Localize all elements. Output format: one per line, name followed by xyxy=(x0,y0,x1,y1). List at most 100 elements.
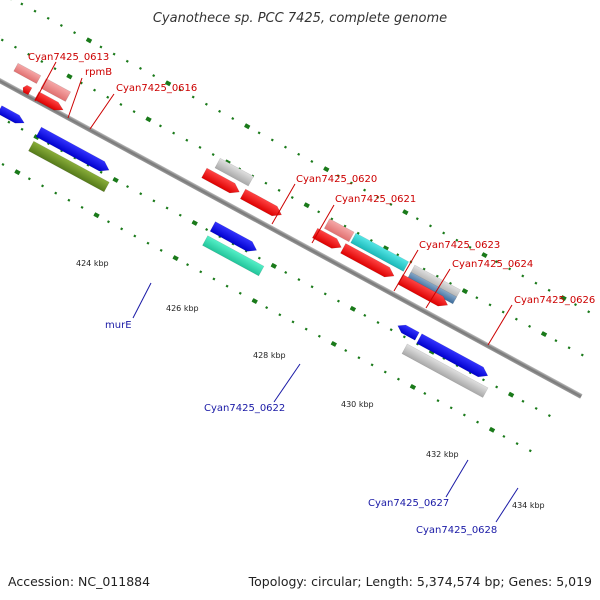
tick-label-428: 428 kbp xyxy=(253,351,286,360)
tick-label-434: 434 kbp xyxy=(512,501,545,510)
leader-line xyxy=(34,61,57,102)
track-dot xyxy=(455,238,459,242)
track-dot xyxy=(139,192,143,196)
track-dot xyxy=(502,434,506,438)
gene-label-cyan7425-0627[interactable]: Cyan7425_0627 xyxy=(368,498,449,509)
gene-label-cyan7425-0620[interactable]: Cyan7425_0620 xyxy=(296,174,377,185)
gene-label-rpmb[interactable]: rpmB xyxy=(85,67,112,78)
track-dot xyxy=(67,198,71,202)
track-dot xyxy=(27,52,31,56)
track-tick xyxy=(402,209,409,216)
leader-line xyxy=(487,304,513,346)
track-dot xyxy=(1,162,5,166)
gene-label-cyan7425-0616[interactable]: Cyan7425_0616 xyxy=(116,83,197,94)
track-dot xyxy=(554,339,558,343)
gene-label-cyan7425-0621[interactable]: Cyan7425_0621 xyxy=(335,194,416,205)
gene-arrow-blue[interactable] xyxy=(0,105,26,127)
leader-line xyxy=(67,77,83,119)
gene-label-cyan7425-0624[interactable]: Cyan7425_0624 xyxy=(452,259,533,270)
gene-arrow-blue[interactable] xyxy=(35,126,112,175)
track-dot xyxy=(415,217,419,221)
track-dot xyxy=(27,177,31,181)
gene-arrow-red[interactable] xyxy=(340,243,396,280)
genome-summary-text: Topology: circular; Length: 5,374,574 bp… xyxy=(248,574,592,589)
gene-arrow-grey[interactable] xyxy=(401,343,489,398)
gene-arrow-pink[interactable] xyxy=(40,78,72,102)
track-tick xyxy=(540,331,548,338)
dotted-tracks xyxy=(0,0,591,453)
gene-arrow-cyan[interactable] xyxy=(350,232,409,272)
track-dot xyxy=(389,202,393,206)
track-dot xyxy=(46,16,50,20)
track-dot xyxy=(257,256,261,260)
track-dot xyxy=(310,159,314,163)
gene-label-cyan7425-0613[interactable]: Cyan7425_0613 xyxy=(28,52,109,63)
gene-label-cyan7425-0623[interactable]: Cyan7425_0623 xyxy=(419,240,500,251)
track-dot xyxy=(138,66,142,70)
map-title: Cyanothece sp. PCC 7425, complete genome xyxy=(153,11,447,26)
gene-arrow-blue[interactable] xyxy=(416,333,491,381)
gene-label-cyan7425-0626[interactable]: Cyan7425_0626 xyxy=(514,295,595,306)
track-dot xyxy=(521,274,525,278)
track-tick xyxy=(14,169,21,176)
gene-arrow-pink[interactable] xyxy=(323,218,355,243)
gene-label-mure[interactable]: murE xyxy=(105,320,132,331)
gene-arrow-red[interactable] xyxy=(21,84,33,96)
track-dot xyxy=(198,145,202,149)
track-dot xyxy=(20,2,24,6)
track-dot xyxy=(290,196,294,199)
track-tick xyxy=(303,202,310,209)
track-dot xyxy=(133,234,137,238)
track-dot xyxy=(336,174,340,178)
gene-arrow-grey[interactable] xyxy=(214,157,254,187)
track-tick xyxy=(330,341,337,347)
track-dot xyxy=(172,131,176,135)
track-tick xyxy=(164,80,172,87)
track-dot xyxy=(265,306,269,310)
track-dot xyxy=(317,334,321,338)
track-dot xyxy=(119,102,123,106)
gene-arrow-pink[interactable] xyxy=(13,62,42,84)
track-dot xyxy=(573,303,577,307)
track-dot xyxy=(199,270,203,274)
track-tick xyxy=(349,305,357,312)
track-dot xyxy=(41,184,45,188)
gene-arrow-steel[interactable] xyxy=(406,271,458,305)
track-dot xyxy=(370,363,374,367)
gene-arrow-teal[interactable] xyxy=(202,235,265,277)
leader-line xyxy=(425,268,451,309)
track-tick xyxy=(270,262,277,269)
gene-label-cyan7425-0622[interactable]: Cyan7425_0622 xyxy=(204,403,285,414)
track-dot xyxy=(349,181,353,185)
track-dot xyxy=(278,313,282,317)
track-dot xyxy=(428,224,432,228)
track-tick xyxy=(461,288,469,295)
gene-arrow-blue[interactable] xyxy=(209,221,259,256)
track-dot xyxy=(277,188,281,192)
tick-label-426: 426 kbp xyxy=(166,304,199,313)
gene-label-cyan7425-0628[interactable]: Cyan7425_0628 xyxy=(416,525,497,536)
gene-arrow-red[interactable] xyxy=(201,167,242,197)
leader-line xyxy=(495,487,519,523)
track-tick xyxy=(145,116,152,123)
track-dot xyxy=(59,23,63,27)
track-dot xyxy=(521,399,525,403)
track-tick xyxy=(409,383,417,390)
gene-arrow-red[interactable] xyxy=(34,91,66,114)
track-dot xyxy=(528,449,532,453)
track-dot xyxy=(488,303,492,307)
leader-line xyxy=(271,183,296,225)
leader-line xyxy=(311,204,335,244)
track-dot xyxy=(225,284,229,288)
track-dot xyxy=(494,260,498,264)
track-dot xyxy=(475,296,479,300)
track-dot xyxy=(54,191,58,195)
track-tick xyxy=(66,73,73,80)
gene-arrow-blue[interactable] xyxy=(396,322,420,341)
gene-arrow-red[interactable] xyxy=(312,227,344,252)
track-dot xyxy=(310,285,314,289)
track-dot xyxy=(270,138,274,142)
gene-arrow-olive[interactable] xyxy=(28,140,110,193)
track-dot xyxy=(20,127,24,131)
genome-backbone xyxy=(0,31,583,399)
